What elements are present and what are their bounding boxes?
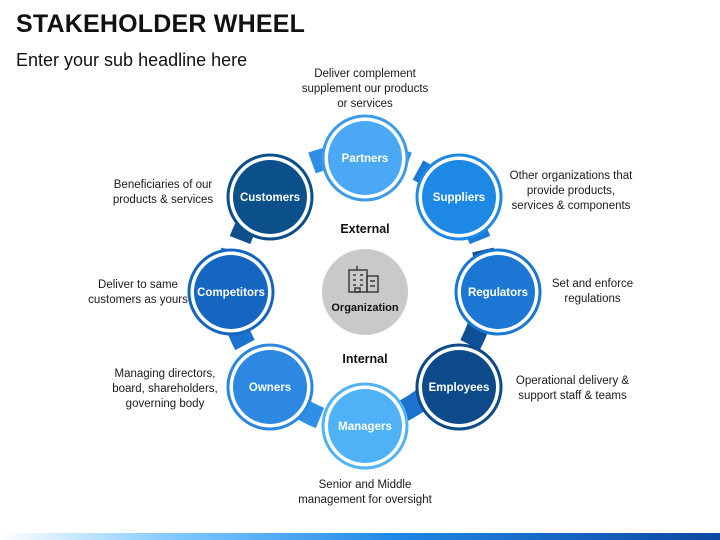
node-suppliers[interactable] xyxy=(415,153,503,241)
node-label-employees: Employees xyxy=(429,382,490,394)
node-customers[interactable] xyxy=(226,153,314,241)
desc-customers: Beneficiaries of our products & services xyxy=(112,179,214,206)
node-label-managers: Managers xyxy=(338,421,392,433)
page-title: STAKEHOLDER WHEEL xyxy=(16,10,306,38)
desc-employees: Operational delivery & support staff & t… xyxy=(515,375,630,402)
node-label-suppliers: Suppliers xyxy=(433,192,485,204)
node-label-partners: Partners xyxy=(342,153,389,165)
desc-competitors: Deliver to same customers as yours xyxy=(88,279,188,306)
node-label-competitors: Competitors xyxy=(197,287,265,299)
internal-label: Internal xyxy=(342,352,387,366)
node-label-owners: Owners xyxy=(249,382,291,394)
building-icon xyxy=(348,266,379,293)
desc-regulators: Set and enforce regulations xyxy=(551,278,634,305)
bottom-accent-bar xyxy=(0,533,720,540)
desc-partners: Deliver complement supplement our produc… xyxy=(301,68,429,110)
desc-suppliers: Other organizations that provide product… xyxy=(509,170,633,212)
external-label: External xyxy=(340,222,389,236)
node-owners[interactable] xyxy=(226,343,314,431)
center-hub[interactable]: Organization xyxy=(322,249,408,335)
center-label: Organization xyxy=(331,302,399,314)
node-partners[interactable] xyxy=(321,114,409,202)
node-managers[interactable] xyxy=(321,382,409,470)
desc-owners: Managing directors, board, shareholders,… xyxy=(112,368,218,410)
desc-managers: Senior and Middle management for oversig… xyxy=(298,479,432,506)
node-label-customers: Customers xyxy=(240,192,300,204)
node-regulators[interactable] xyxy=(454,248,542,336)
page-subtitle: Enter your sub headline here xyxy=(16,50,248,70)
node-employees[interactable] xyxy=(415,343,503,431)
node-competitors[interactable] xyxy=(187,248,275,336)
node-label-regulators: Regulators xyxy=(468,287,528,299)
